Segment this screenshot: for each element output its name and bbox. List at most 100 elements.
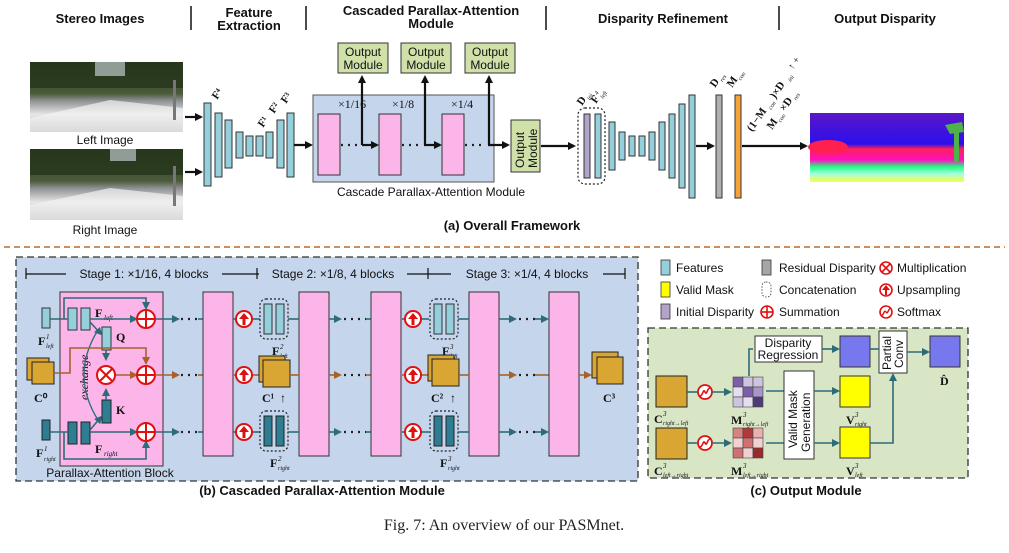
header-disparity-refinement: Disparity Refinement: [598, 11, 729, 26]
legend-concatenation: Concatenation: [779, 283, 856, 297]
flow-line: [89, 321, 103, 336]
stage-1-label: Stage 1: ×1/16, 4 blocks: [79, 267, 208, 281]
upsampling-icon: [235, 366, 253, 384]
valid-mask-generation-box: [783, 370, 815, 460]
output-module-label: Output: [345, 45, 382, 59]
f-right-input: [41, 419, 51, 441]
summation-icon: [136, 365, 156, 385]
feature-layer: [286, 112, 295, 178]
formula-sub: ini: [787, 74, 796, 83]
legend-residual-disparity-swatch: [761, 259, 772, 276]
matrix-cell: [732, 376, 744, 388]
skip-line: [63, 432, 150, 460]
cpam-label: Cascade Parallax-Attention Module: [337, 185, 525, 199]
c-label: C: [654, 464, 663, 478]
legend-initial-disparity: Initial Disparity: [676, 305, 754, 319]
v-label: V: [846, 464, 855, 478]
sub: left: [855, 472, 863, 479]
sub: right: [448, 466, 460, 472]
sub: right: [278, 466, 290, 472]
d-hat-label: D̂: [940, 374, 949, 388]
stage-2-last-block: [370, 291, 402, 457]
f3-left-feature: [445, 303, 455, 335]
refine-layer: [638, 135, 646, 157]
right-image-label: Right Image: [73, 223, 138, 237]
stage-1-last-block: [202, 291, 234, 457]
legend-multiplication: Multiplication: [897, 261, 966, 275]
matrix-cell: [732, 437, 744, 449]
c-label: C: [654, 412, 663, 426]
c2-label: C²: [431, 391, 444, 405]
refine-layer: [628, 135, 636, 157]
refine-layer: [648, 131, 656, 161]
f-right-conv: [67, 421, 78, 445]
upsampling-icon: [404, 423, 422, 441]
output-module-label: Module: [343, 58, 383, 72]
initial-disparity-layer: [583, 113, 591, 179]
matrix-cell: [752, 427, 764, 439]
sup: 1: [44, 445, 48, 453]
concat-box: [429, 298, 459, 340]
f2-right-feature: [275, 415, 285, 447]
matrix-cell: [752, 447, 764, 459]
scale-label-1-4: ×1/4: [451, 97, 473, 111]
sup: 1: [46, 333, 50, 341]
confidence-layer: [734, 94, 742, 199]
caption-overall-framework: (a) Overall Framework: [444, 218, 581, 233]
upsample-arrow-icon: ↑: [280, 391, 286, 405]
f2-right-feature: [263, 415, 273, 447]
sup: 3: [854, 462, 859, 470]
output-module-1: Output Module: [337, 42, 389, 74]
legend-softmax: Softmax: [897, 305, 941, 319]
sup: 3: [742, 411, 747, 419]
softmax-icon: [697, 435, 713, 451]
stage-3-label: Stage 3: ×1/4, 4 blocks: [466, 267, 588, 281]
valid-mask-generation-label: Generation: [799, 393, 813, 452]
c3-label: C³: [603, 391, 616, 405]
caption-cascaded-pam: (b) Cascaded Parallax-Attention Module: [199, 483, 445, 498]
label-f-left: F 4 left: [589, 90, 610, 106]
concat-box: [259, 410, 289, 452]
key-block: [101, 399, 112, 424]
matrix-cell: [752, 386, 764, 398]
exchange-arc: [83, 329, 99, 421]
feature-extractor: [203, 102, 295, 187]
matrix-cell: [732, 396, 744, 408]
refine-layer: [678, 103, 686, 189]
f3-left-label: F: [442, 344, 449, 358]
sub: left: [104, 314, 114, 322]
stage-3-last-block: [548, 291, 580, 457]
f-right-label: F: [95, 442, 102, 456]
feature-layer: [265, 131, 274, 159]
disparity-regression-box: [754, 335, 823, 363]
feature-layer: [224, 119, 233, 169]
v-label: V: [846, 413, 855, 427]
formula-sub: res: [793, 92, 802, 102]
m-label: M: [731, 413, 742, 427]
flow-line: [870, 373, 897, 444]
feature-label-f4: F⁴: [210, 86, 226, 102]
refine-layer: [608, 121, 616, 171]
feature-layer: [235, 131, 244, 159]
feature-label-f2: F²: [267, 100, 283, 116]
sub: left→right: [663, 472, 689, 479]
f-left-conv: [67, 307, 78, 331]
output-module-label: Module: [406, 58, 446, 72]
output-module-label: Module: [526, 128, 540, 168]
f3-right-label: F: [440, 456, 447, 470]
matrix-cell: [732, 447, 744, 459]
cost-r2l: [655, 375, 688, 408]
header-module: Module: [408, 16, 454, 31]
refine-layer: [618, 131, 626, 161]
upsampling-group-1: [233, 310, 260, 441]
header-extraction: Extraction: [217, 18, 281, 33]
sup: 3: [854, 411, 859, 419]
legend-residual-disparity: Residual Disparity: [779, 261, 876, 275]
matrix-cell: [732, 386, 744, 398]
cost-volume-c0: [31, 361, 55, 385]
f-left-label: F: [95, 306, 102, 320]
legend-valid-mask-swatch: [660, 281, 671, 298]
legend-features: Features: [676, 261, 723, 275]
f-left-input-label: F: [38, 334, 45, 348]
header-cpam: Cascaded Parallax-Attention: [343, 3, 519, 18]
